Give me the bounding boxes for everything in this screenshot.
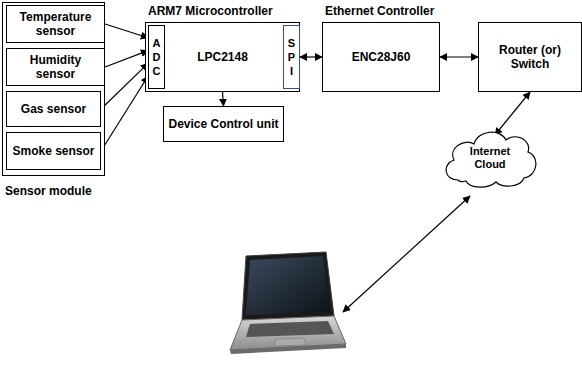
microcontroller-box: ARM7 MicrocontrollerLPC2148A D CS P I [145,22,300,92]
laptop [230,252,346,354]
box-label: Internet Cloud [460,145,520,171]
connector-arrow [101,76,148,151]
network-link [343,196,470,312]
connector-arrow [105,24,148,38]
section-heading: Ethernet Controller [325,4,434,18]
box-label: Temperature sensor [7,10,104,39]
box-label: Gas sensor [17,102,90,116]
ethernet-controller-box: Ethernet ControllerENC28J60 [322,22,440,92]
connector-arrow [101,63,148,109]
port-label: A D C [151,36,162,79]
box-label: Device Control unit [164,117,282,131]
sensor-box: Smoke sensor [6,132,101,170]
connector-arrow [105,51,148,67]
connector-arrow [300,56,322,57]
connector-arrow [223,92,224,106]
control-unit-box: Device Control unit [163,106,284,142]
port-label: S P I [286,36,297,79]
connector-arrow [440,56,478,57]
spi-block: S P I [283,25,300,89]
sensor-box: Gas sensor [6,91,101,127]
sensor-box: Humidity sensor [6,48,105,86]
box-label: Smoke sensor [8,144,98,158]
section-heading: ARM7 Microcontroller [148,4,273,18]
box-label: ENC28J60 [348,50,415,64]
router-box: Router (or) Switch [478,22,582,92]
box-label: Humidity sensor [7,53,104,82]
section-heading: Sensor module [5,184,92,198]
box-label: Router (or) Switch [479,43,581,72]
connector-arrow [495,92,530,135]
adc-block: A D C [148,25,165,89]
box-label: LPC2148 [193,50,252,64]
internet-cloud: Internet Cloud [440,126,540,190]
sensor-box: Temperature sensor [6,5,105,43]
sensor-module: Sensor moduleTemperature sensorHumidity … [2,2,105,176]
